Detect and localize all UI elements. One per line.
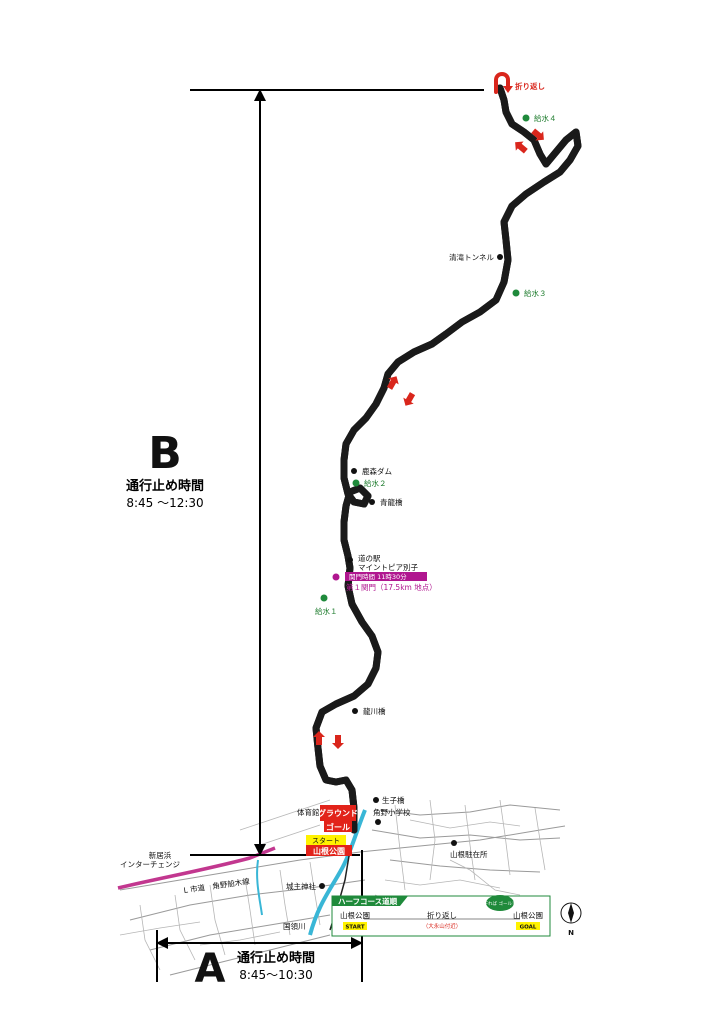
expressway bbox=[117, 846, 276, 890]
river-branch bbox=[256, 859, 263, 916]
route-start-tag-text: START bbox=[345, 925, 365, 931]
water-station-3-dot bbox=[512, 289, 520, 297]
water-station-4-label: 給水４ bbox=[534, 113, 557, 123]
section-a-letter: A bbox=[195, 946, 226, 992]
water-station-4-dot bbox=[522, 114, 530, 122]
route-turn-place: 折り返し bbox=[427, 910, 457, 920]
water-station-1-label: 給水１ bbox=[315, 606, 338, 616]
michi-no-eki-label-1: 道の駅 bbox=[358, 553, 381, 563]
city-road-label: L 市道 角野船木線 bbox=[183, 876, 251, 895]
park-box bbox=[306, 845, 352, 856]
route-goal-tag bbox=[516, 922, 540, 930]
water-station-1-dot bbox=[320, 594, 328, 602]
water-station-2-label: 給水２ bbox=[364, 478, 387, 488]
turnaround-label: 折り返し bbox=[515, 81, 545, 91]
school-label: 角野小学校 bbox=[373, 807, 411, 817]
blue-dragon-bridge-dot bbox=[369, 499, 375, 505]
route-turn-note: （大永山付近） bbox=[423, 922, 462, 930]
route-summary-header: ハーフコース道順 bbox=[338, 896, 398, 906]
compass: N bbox=[560, 902, 582, 937]
ground-label: グラウンド bbox=[318, 808, 358, 818]
michi-no-eki-dot bbox=[347, 557, 353, 563]
ground-box bbox=[320, 805, 356, 821]
police-label: 山根駐在所 bbox=[450, 849, 488, 859]
section-b-time: 8:45 ～12:30 bbox=[126, 496, 203, 510]
shrine-label: 城主神社 bbox=[286, 881, 316, 891]
route-start-place: 山根公園 bbox=[340, 910, 370, 920]
checkpoint-time-badge bbox=[345, 572, 427, 581]
goal-callout-text: 下れば ゴール！ bbox=[484, 900, 517, 907]
dam-dot bbox=[351, 468, 357, 474]
police-dot bbox=[451, 840, 457, 846]
interchange-label-2: インターチェンジ bbox=[120, 860, 180, 869]
water-station-2-dot bbox=[352, 479, 360, 487]
tunnel-label: 清滝トンネル bbox=[449, 252, 494, 262]
ikogo-bridge-label: 生子橋 bbox=[382, 795, 405, 805]
route-summary-box: ハーフコース道順 下れば ゴール！ 山根公園 START 折り返し （大永山付近… bbox=[331, 895, 551, 937]
section-b-title: 通行止め時間 bbox=[126, 478, 204, 494]
start-box bbox=[306, 835, 346, 845]
gym-label: 体育館 bbox=[297, 807, 320, 817]
checkpoint-dot bbox=[332, 573, 340, 581]
checkpoint-time-label: 関門時間 11時30分 bbox=[349, 572, 407, 581]
course-route bbox=[312, 84, 582, 834]
compass-needle-icon bbox=[568, 903, 574, 923]
tunnel-dot bbox=[497, 254, 503, 260]
start-label: スタート bbox=[312, 836, 340, 845]
goal-box bbox=[324, 821, 352, 832]
interchange-label-1: 新居浜 bbox=[149, 850, 172, 860]
school-dot bbox=[375, 819, 381, 825]
route-goal-place: 山根公園 bbox=[513, 910, 543, 920]
turnaround-arrowhead bbox=[503, 86, 513, 93]
water-station-3-label: 給水３ bbox=[524, 288, 547, 298]
goal-callout-bubble bbox=[486, 895, 514, 911]
route-start-tag bbox=[343, 922, 367, 930]
compass-label: N bbox=[568, 929, 574, 937]
section-a-title: 通行止め時間 bbox=[237, 950, 315, 966]
section-a-time: 8:45～10:30 bbox=[239, 968, 313, 982]
river-label: 国領川 bbox=[283, 921, 306, 931]
street-network bbox=[119, 799, 566, 976]
tatsukawa-bridge-dot bbox=[352, 708, 358, 714]
route-goal-tag-text: GOAL bbox=[520, 925, 537, 931]
tatsukawa-bridge-label: 龍川橋 bbox=[363, 706, 386, 716]
michi-no-eki-label-2: マイントピア別子 bbox=[358, 563, 418, 572]
ikogo-bridge-dot bbox=[373, 797, 379, 803]
direction-arrows bbox=[313, 128, 544, 749]
shrine-dot bbox=[319, 883, 325, 889]
park-label: 山根公園 bbox=[313, 846, 345, 856]
dam-label: 鹿森ダム bbox=[362, 466, 392, 476]
turnaround-icon bbox=[494, 72, 510, 94]
blue-dragon-bridge-label: 青龍橋 bbox=[380, 497, 403, 507]
goal-label: ゴール bbox=[326, 822, 350, 832]
section-b-letter: B bbox=[148, 428, 182, 479]
checkpoint-gate-label: 第１関門（17.5km 地点） bbox=[346, 582, 437, 592]
